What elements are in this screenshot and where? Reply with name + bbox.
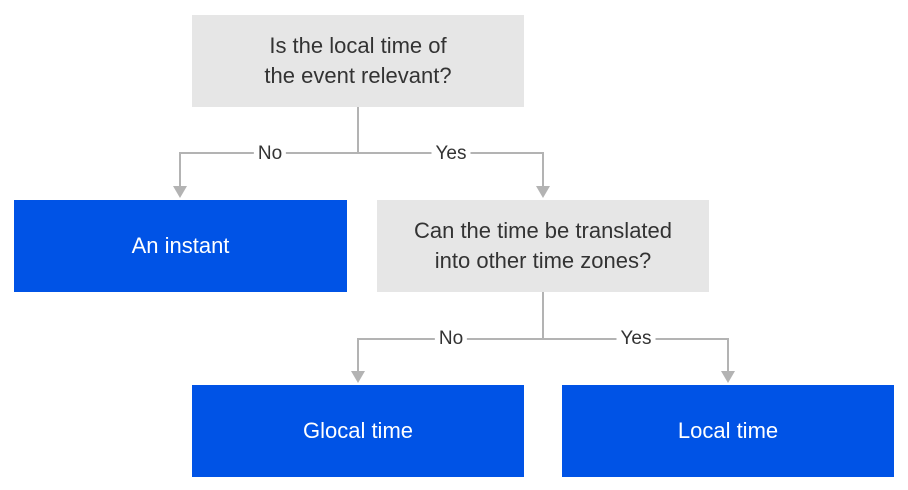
edge-label-q2-no: No [434,328,468,350]
answer-box-instant: An instant [14,200,347,292]
answer-box-glocal-time: Glocal time [192,385,524,477]
edge-label-q1-no: No [253,143,287,165]
answer-text: Glocal time [302,418,414,443]
answer-text: An instant [131,233,230,258]
question-box-local-time-relevant: Is the local time of the event relevant? [192,15,524,107]
answer-box-local-time: Local time [562,385,894,477]
question-box-translate-time-zones: Can the time be translated into other ti… [377,200,709,292]
question-text: Is the local time of the event relevant? [264,33,452,88]
arrowhead-q1-no [173,186,187,198]
edge-label-q1-yes: Yes [431,143,471,165]
connector-q2-no [357,338,543,373]
connector-q2-yes [543,338,729,373]
arrowhead-q1-yes [536,186,550,198]
arrowhead-q2-yes [721,371,735,383]
answer-text: Local time [677,418,779,443]
connector-q1-no [179,152,358,188]
connector-q1-yes [358,152,544,188]
arrowhead-q2-no [351,371,365,383]
edge-label-q2-yes: Yes [616,328,656,350]
question-text: Can the time be translated into other ti… [413,218,673,273]
